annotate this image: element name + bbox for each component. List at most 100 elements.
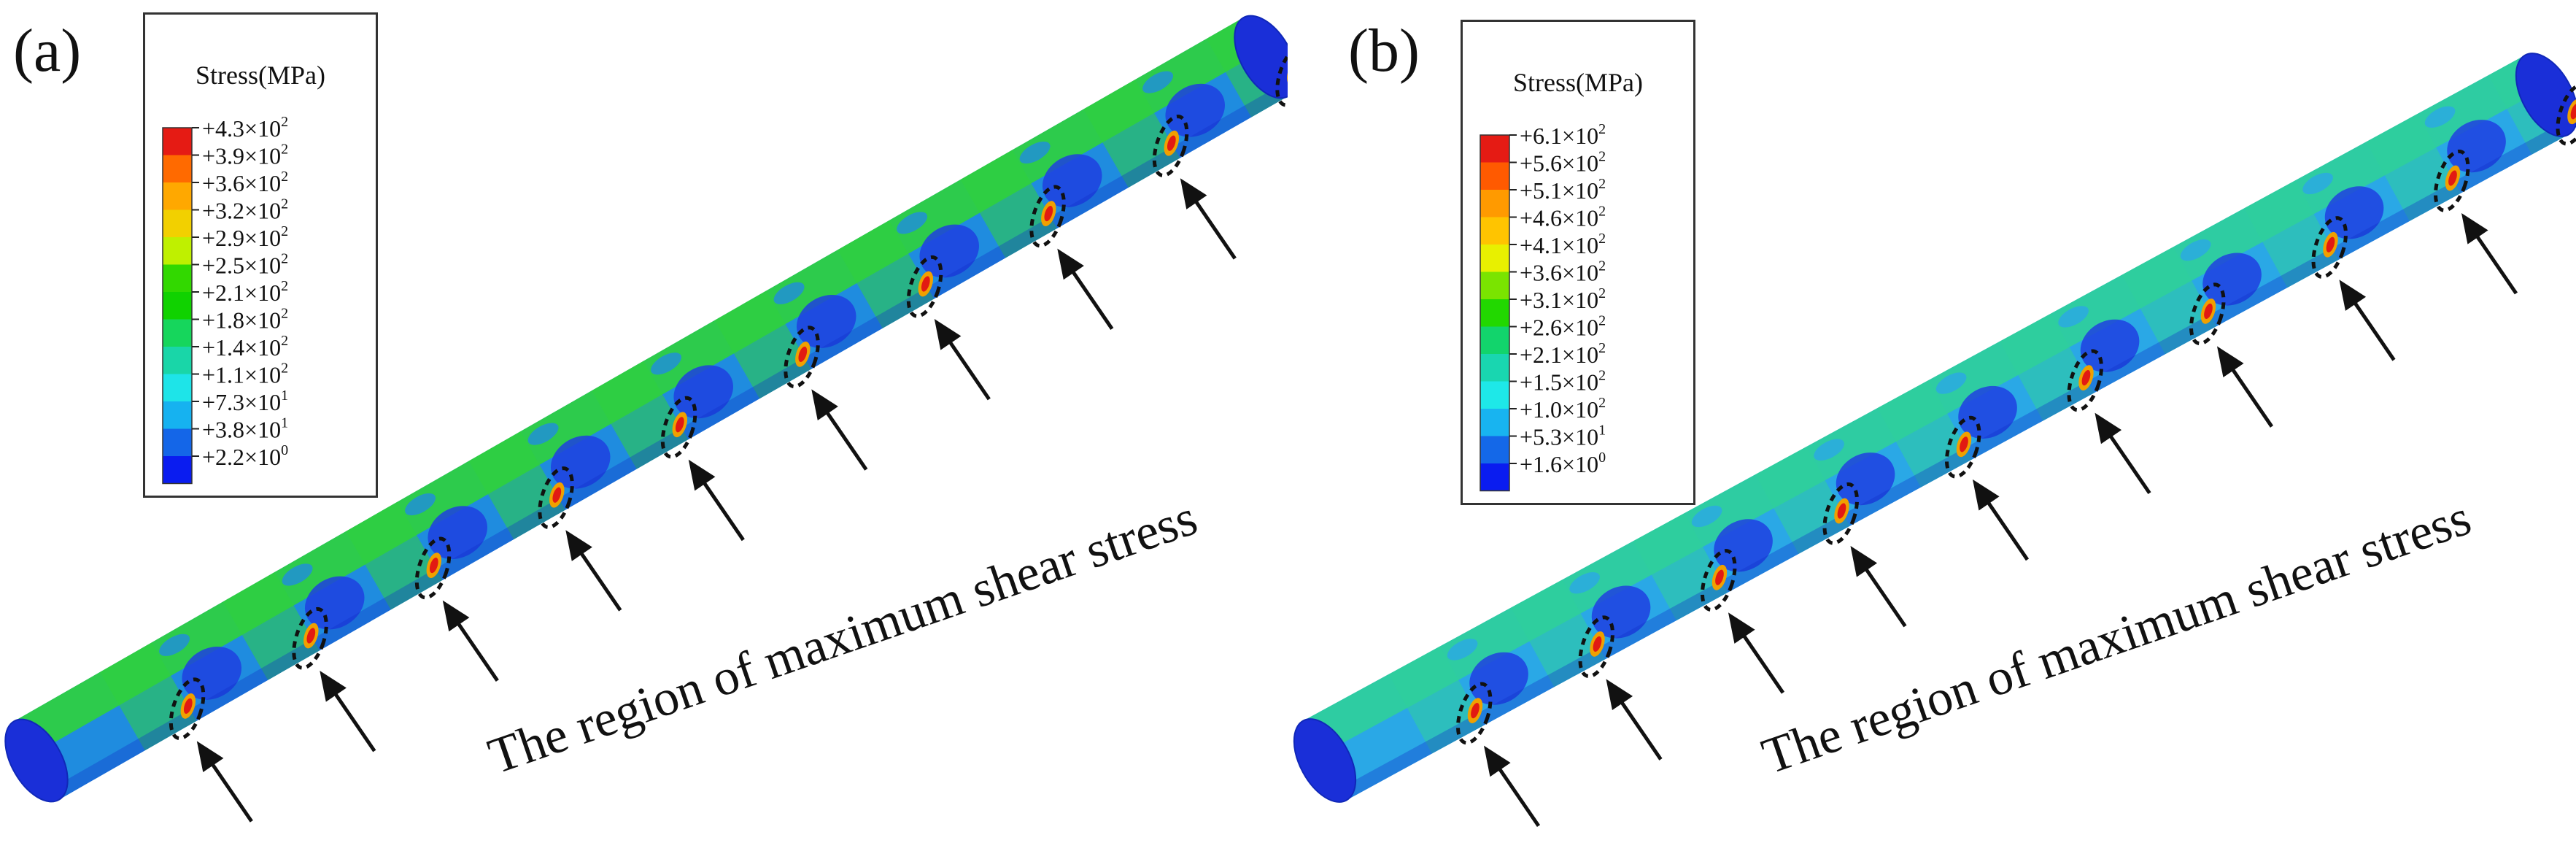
panel-label-a: (a)	[13, 17, 82, 85]
arrow-shaft	[2346, 291, 2396, 361]
legend-value: +1.5×102	[1520, 368, 1606, 396]
legend-swatch	[163, 209, 192, 237]
hotspot	[183, 698, 193, 714]
hotspot	[1960, 436, 1968, 453]
legend-value: +2.6×102	[1520, 313, 1606, 341]
rod-end-cap-left	[4, 718, 69, 803]
low-stress-patch	[796, 295, 856, 348]
legend-swatch	[1480, 272, 1509, 299]
arrow-head	[1728, 612, 1755, 644]
arrow-shaft	[327, 682, 376, 752]
legend-value: +4.3×102	[202, 114, 288, 142]
panel-b: (b) Stress(MPa) +6.1×102+5.6×102+5.1×102…	[1288, 0, 2576, 851]
surface-patch	[651, 353, 682, 375]
arrow-shaft	[941, 331, 991, 401]
hotspot	[798, 346, 808, 362]
stress-band	[2000, 313, 2095, 421]
surface-patch	[2058, 306, 2089, 328]
max-shear-marker	[906, 255, 943, 318]
stress-band	[1755, 446, 1850, 555]
max-shear-marker	[414, 536, 452, 600]
arrow-shaft	[204, 752, 253, 823]
arrow-shaft	[1064, 261, 1114, 331]
low-stress-patch	[1165, 83, 1225, 137]
arrow-head	[2216, 346, 2244, 378]
legend-value: +3.2×102	[202, 196, 288, 224]
arrow-head	[2339, 280, 2367, 311]
legend-value: +2.1×102	[1520, 340, 1606, 368]
arrow-shaft	[2468, 225, 2518, 295]
legend-value: +2.5×102	[202, 251, 288, 279]
arrow-head	[1483, 745, 1511, 777]
low-stress-patch	[1469, 652, 1528, 705]
surface-patch	[2302, 172, 2333, 195]
max-shear-marker	[2556, 82, 2576, 146]
hotspot	[2326, 236, 2335, 253]
low-stress-patch	[1714, 519, 1773, 572]
arrow-shaft	[1979, 491, 2030, 561]
hotspot	[1715, 569, 1724, 585]
stress-band	[1511, 579, 1606, 688]
stress-band	[2244, 180, 2339, 288]
arrow-head	[2095, 412, 2122, 444]
arrow-head	[565, 530, 592, 561]
arrow-shaft	[573, 542, 622, 612]
low-stress-patch	[2324, 186, 2384, 239]
legend-value: +2.9×102	[202, 223, 288, 251]
arrow-shaft	[695, 471, 745, 542]
surface-patch	[1019, 141, 1051, 164]
legend-value: +1.6×100	[1520, 450, 1606, 477]
max-shear-marker	[1822, 482, 1859, 545]
legend-swatch	[1480, 354, 1509, 382]
arrow-head	[320, 670, 347, 702]
legend-swatch	[1480, 409, 1509, 436]
hotspot	[1471, 703, 1480, 719]
hotspot	[921, 276, 930, 292]
surface-patch	[527, 423, 559, 445]
legend-swatch	[163, 264, 192, 292]
legend-swatch	[163, 319, 192, 347]
arrow-head	[442, 600, 470, 632]
legend-swatch	[163, 128, 192, 155]
max-shear-marker	[1944, 415, 1981, 479]
arrow-shaft	[449, 612, 499, 682]
hotspot	[552, 487, 562, 503]
legend-swatch	[1480, 326, 1509, 354]
legend-swatch	[1480, 299, 1509, 327]
rod-body	[1303, 55, 2569, 801]
surface-patch	[1569, 571, 1600, 594]
low-stress-patch	[304, 576, 365, 630]
arrow-shaft	[1613, 691, 1663, 760]
legend-swatch	[163, 456, 192, 484]
legend-value: +4.1×102	[1520, 231, 1606, 258]
legend-swatch	[163, 155, 192, 182]
arrow-head	[934, 318, 962, 350]
panel-label-b: (b)	[1348, 17, 1420, 85]
legend-swatch	[163, 374, 192, 401]
surface-patch	[282, 563, 313, 586]
legend-value: +6.1×102	[1520, 121, 1606, 149]
legend-swatch	[1480, 436, 1509, 463]
hotspot	[2448, 170, 2457, 186]
max-shear-marker	[292, 607, 328, 670]
low-stress-patch	[550, 435, 611, 489]
legend-title-a: Stress(MPa)	[196, 61, 325, 90]
surface-patch	[2180, 239, 2211, 261]
max-shear-marker	[1578, 615, 1614, 679]
legend-value: +1.8×102	[202, 306, 288, 334]
hotspot	[1167, 135, 1176, 151]
surface-patch	[1447, 639, 1478, 661]
hotspot	[2204, 303, 2213, 319]
max-shear-marker	[2433, 149, 2470, 212]
legend-swatch	[1480, 244, 1509, 272]
stress-rod-figure-a	[4, 15, 1288, 823]
legend-swatch	[163, 237, 192, 265]
low-stress-patch	[1591, 585, 1651, 639]
legend-swatch-border	[162, 127, 193, 485]
legend-swatch	[163, 401, 192, 429]
low-stress-patch	[919, 224, 979, 278]
max-shear-marker	[660, 396, 697, 459]
legend-swatch	[1480, 463, 1509, 491]
legend-swatch	[1480, 217, 1509, 244]
max-shear-marker	[1275, 44, 1288, 107]
